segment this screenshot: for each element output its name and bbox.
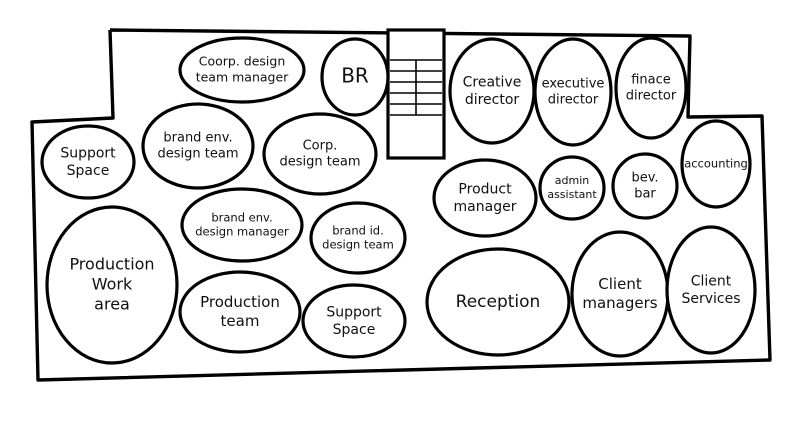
room-label: Production bbox=[69, 255, 154, 274]
room-label: assistant bbox=[547, 188, 597, 201]
room-brand-env-design-manager: brand env.design manager bbox=[180, 187, 304, 263]
room-bubble bbox=[180, 187, 304, 263]
room-label: Work bbox=[92, 275, 133, 294]
room-bubble bbox=[533, 37, 613, 147]
room-label: director bbox=[465, 92, 520, 108]
room-bubble bbox=[611, 152, 679, 220]
room-label: design team bbox=[322, 238, 394, 252]
room-bubble bbox=[614, 36, 688, 140]
room-label: design team bbox=[158, 147, 239, 162]
room-label: brand env. bbox=[163, 130, 232, 145]
room-label: Coorp. design bbox=[199, 54, 286, 69]
room-bubble bbox=[665, 225, 757, 355]
room-label: finace bbox=[631, 72, 671, 87]
room-label: BR bbox=[341, 64, 369, 88]
room-bubble bbox=[262, 112, 378, 196]
room-executive-director: executive director bbox=[533, 37, 613, 147]
room-label: team manager bbox=[196, 69, 289, 84]
room-brand-id-design-team: brand id.design team bbox=[309, 201, 407, 275]
room-label: manager bbox=[454, 199, 517, 215]
room-bubble bbox=[141, 102, 255, 190]
room-product-manager: Product manager bbox=[432, 158, 538, 238]
room-bubble bbox=[320, 37, 390, 117]
room-bubble bbox=[680, 119, 752, 209]
room-bubble bbox=[538, 155, 606, 221]
room-label: bev. bbox=[631, 170, 658, 185]
room-label: brand env. bbox=[211, 210, 272, 224]
room-corp-design-team: Corp. design team bbox=[262, 112, 378, 196]
room-label: accounting bbox=[684, 157, 748, 171]
room-bubble bbox=[178, 36, 306, 104]
staircase bbox=[386, 28, 446, 160]
room-label: Product bbox=[458, 181, 512, 197]
room-label: design manager bbox=[195, 225, 289, 239]
room-label: team bbox=[221, 312, 260, 330]
room-label: director bbox=[548, 93, 599, 108]
room-label: Support bbox=[326, 304, 382, 320]
room-bubble bbox=[425, 247, 571, 357]
room-bev-bar: bev. bar bbox=[611, 152, 679, 220]
room-label: Reception bbox=[456, 292, 541, 312]
building-outline bbox=[30, 28, 772, 382]
room-label: bar bbox=[634, 187, 656, 202]
room-label: executive bbox=[542, 76, 605, 91]
room-label: Production bbox=[200, 293, 280, 311]
room-bubble bbox=[432, 158, 538, 238]
room-reception: Reception bbox=[425, 247, 571, 357]
room-bubble bbox=[301, 283, 407, 359]
room-label: Corp. bbox=[303, 138, 338, 153]
room-br: BR bbox=[320, 37, 390, 117]
room-label: Client bbox=[598, 275, 642, 293]
room-label: Space bbox=[333, 322, 376, 338]
room-label: Client bbox=[691, 273, 732, 289]
room-brand-env-design-team: brand env. design team bbox=[141, 102, 255, 190]
room-label: design team bbox=[280, 155, 361, 170]
room-bubble bbox=[178, 270, 302, 354]
room-label: Space bbox=[67, 163, 110, 179]
room-label: director bbox=[626, 89, 677, 104]
room-bubble bbox=[45, 205, 179, 365]
room-label: area bbox=[94, 295, 130, 314]
room-label: Creative bbox=[463, 74, 522, 90]
room-bubble bbox=[40, 124, 136, 200]
room-finance-director: finace director bbox=[614, 36, 688, 140]
room-label: admin bbox=[555, 174, 589, 187]
room-label: brand id. bbox=[332, 223, 383, 237]
room-creative-director: Creative director bbox=[448, 37, 536, 145]
room-label: Services bbox=[681, 291, 740, 307]
room-accounting: accounting bbox=[680, 119, 752, 209]
room-label: managers bbox=[582, 294, 657, 312]
room-label: Support bbox=[60, 145, 116, 161]
room-bubble bbox=[309, 201, 407, 275]
